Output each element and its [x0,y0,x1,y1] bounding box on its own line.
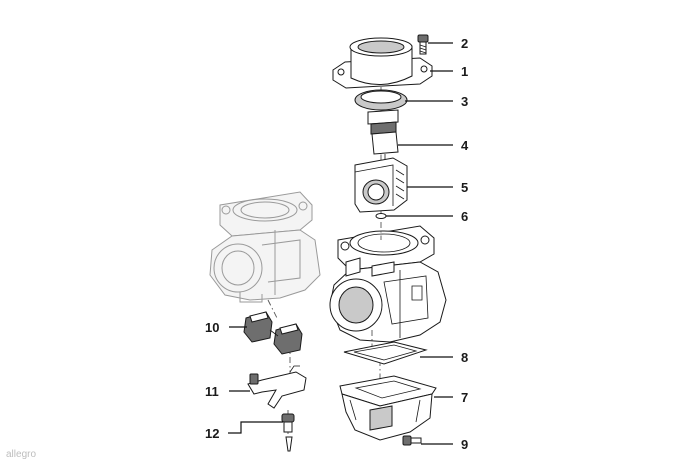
part-labels: 1 2 3 4 5 6 7 8 9 10 11 12 [205,36,469,452]
watermark: allegro [6,449,36,460]
label-5: 5 [461,180,468,195]
part-12-needle-valve [281,413,295,452]
right-carburetor-body [329,225,447,343]
label-2: 2 [461,36,468,51]
leader-12 [228,421,283,434]
part-5-housing [354,157,408,213]
part-4-piston [367,109,399,160]
part-9-drain-screw [402,435,422,446]
label-11: 11 [205,384,219,399]
part-11-float-lever [247,365,307,409]
label-3: 3 [461,94,468,109]
label-4: 4 [461,138,469,153]
label-6: 6 [461,209,468,224]
leader-lines [228,42,453,445]
part-6-o-ring [375,213,387,219]
label-10: 10 [205,320,219,335]
left-carburetor-body [209,191,321,303]
part-10-floats [243,311,303,355]
label-12: 12 [205,426,219,441]
label-1: 1 [461,64,468,79]
label-7: 7 [461,390,468,405]
part-1-top-cover [332,37,433,89]
part-7-float-bowl [339,375,437,441]
part-8-gasket [343,341,428,365]
part-2-screw [417,34,429,55]
label-8: 8 [461,350,468,365]
part-3-diaphragm [354,89,408,111]
label-9: 9 [461,437,468,452]
